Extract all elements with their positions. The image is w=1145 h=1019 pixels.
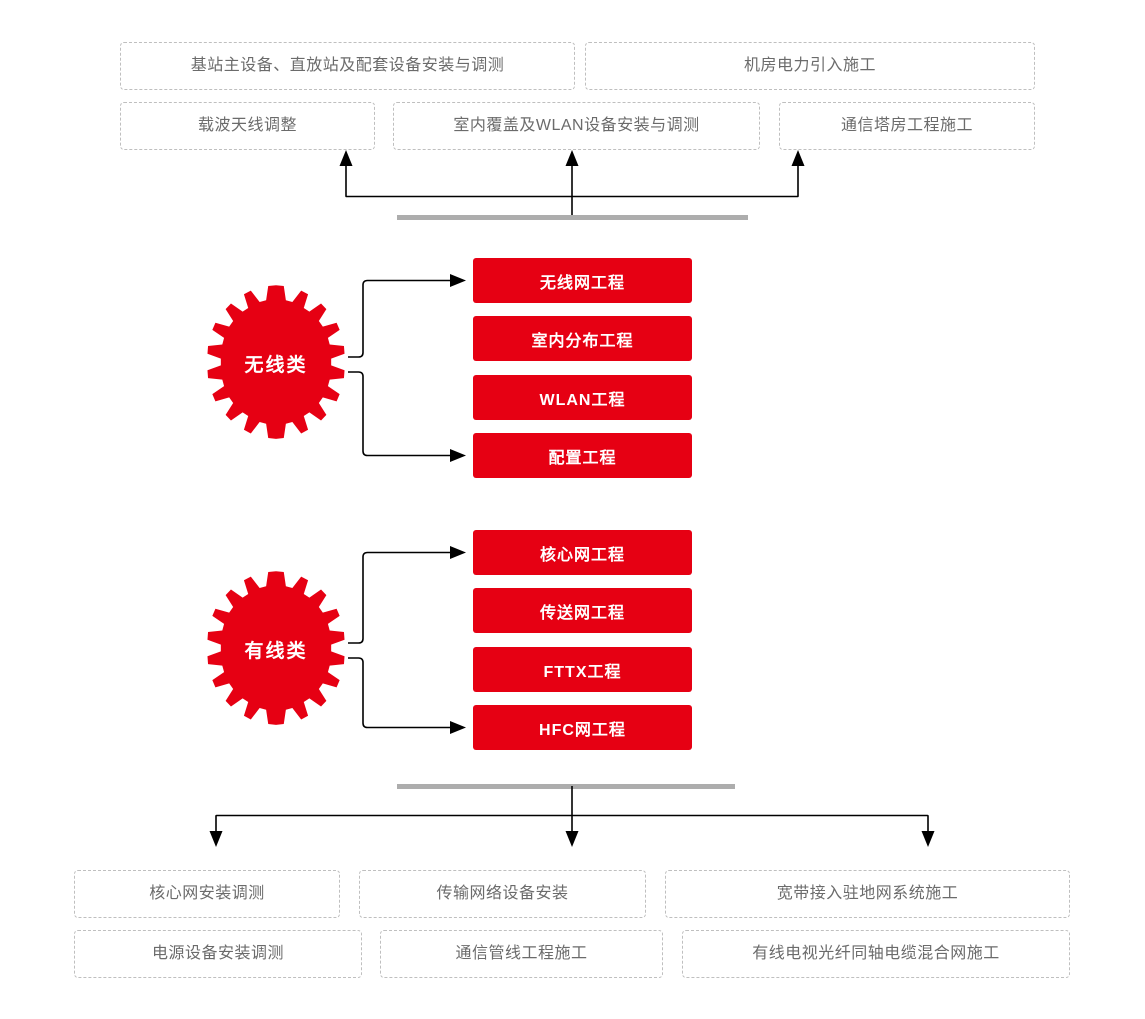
gear-icon bbox=[207, 571, 345, 725]
bottom-task-box-power-equipment-install[interactable]: 电源设备安装调测 bbox=[74, 930, 362, 978]
top-divider-bar bbox=[397, 215, 748, 220]
wireless-item-configuration[interactable]: 配置工程 bbox=[473, 433, 692, 478]
wireless-upper-bracket bbox=[348, 279, 452, 358]
bottom-task-box-transport-equipment-install[interactable]: 传输网络设备安装 bbox=[359, 870, 646, 918]
top-horizontal-spine bbox=[345, 163, 799, 198]
wireless-item-wlan[interactable]: WLAN工程 bbox=[473, 375, 692, 420]
wired-upper-arrowhead bbox=[450, 546, 466, 559]
top-task-box-indoor-wlan[interactable]: 室内覆盖及WLAN设备安装与调测 bbox=[393, 102, 760, 150]
wireless-connector-group bbox=[348, 274, 466, 462]
wired-lower-arrowhead bbox=[450, 721, 466, 734]
bottom-task-box-catv-hfc[interactable]: 有线电视光纤同轴电缆混合网施工 bbox=[682, 930, 1070, 978]
wired-item-hfc[interactable]: HFC网工程 bbox=[473, 705, 692, 750]
wireless-item-wireless-network[interactable]: 无线网工程 bbox=[473, 258, 692, 303]
gear-icon bbox=[207, 285, 345, 439]
wired-item-core-network[interactable]: 核心网工程 bbox=[473, 530, 692, 575]
wireless-upper-arrowhead bbox=[450, 274, 466, 287]
bottom-task-box-core-network-install[interactable]: 核心网安装调测 bbox=[74, 870, 340, 918]
top-center-arrowhead bbox=[565, 150, 579, 166]
top-left-arrowhead bbox=[339, 150, 353, 166]
bottom-connector-group bbox=[209, 786, 935, 847]
bottom-center-arrowhead bbox=[565, 831, 579, 847]
bottom-task-box-pipeline-construction[interactable]: 通信管线工程施工 bbox=[380, 930, 663, 978]
bottom-horizontal-spine bbox=[215, 814, 929, 832]
wireless-gear[interactable]: 无线类 bbox=[195, 282, 357, 444]
top-task-box-carrier-antenna[interactable]: 载波天线调整 bbox=[120, 102, 375, 150]
wired-item-fttx[interactable]: FTTX工程 bbox=[473, 647, 692, 692]
wired-gear[interactable]: 有线类 bbox=[195, 568, 357, 730]
wireless-item-indoor-distribution[interactable]: 室内分布工程 bbox=[473, 316, 692, 361]
wired-lower-bracket bbox=[348, 657, 452, 729]
wireless-lower-bracket bbox=[348, 371, 452, 457]
top-task-box-tower-room[interactable]: 通信塔房工程施工 bbox=[779, 102, 1035, 150]
bottom-left-arrowhead bbox=[209, 831, 223, 847]
bottom-task-box-broadband-access[interactable]: 宽带接入驻地网系统施工 bbox=[665, 870, 1070, 918]
bottom-divider-bar bbox=[397, 784, 735, 789]
top-right-arrowhead bbox=[791, 150, 805, 166]
top-task-box-base-station[interactable]: 基站主设备、直放站及配套设备安装与调测 bbox=[120, 42, 575, 90]
wired-connector-group bbox=[348, 546, 466, 734]
bottom-right-arrowhead bbox=[921, 831, 935, 847]
wired-item-transport-network[interactable]: 传送网工程 bbox=[473, 588, 692, 633]
wireless-lower-arrowhead bbox=[450, 449, 466, 462]
top-task-box-power-introduction[interactable]: 机房电力引入施工 bbox=[585, 42, 1035, 90]
top-connector-group bbox=[339, 150, 805, 215]
wired-upper-bracket bbox=[348, 551, 452, 644]
